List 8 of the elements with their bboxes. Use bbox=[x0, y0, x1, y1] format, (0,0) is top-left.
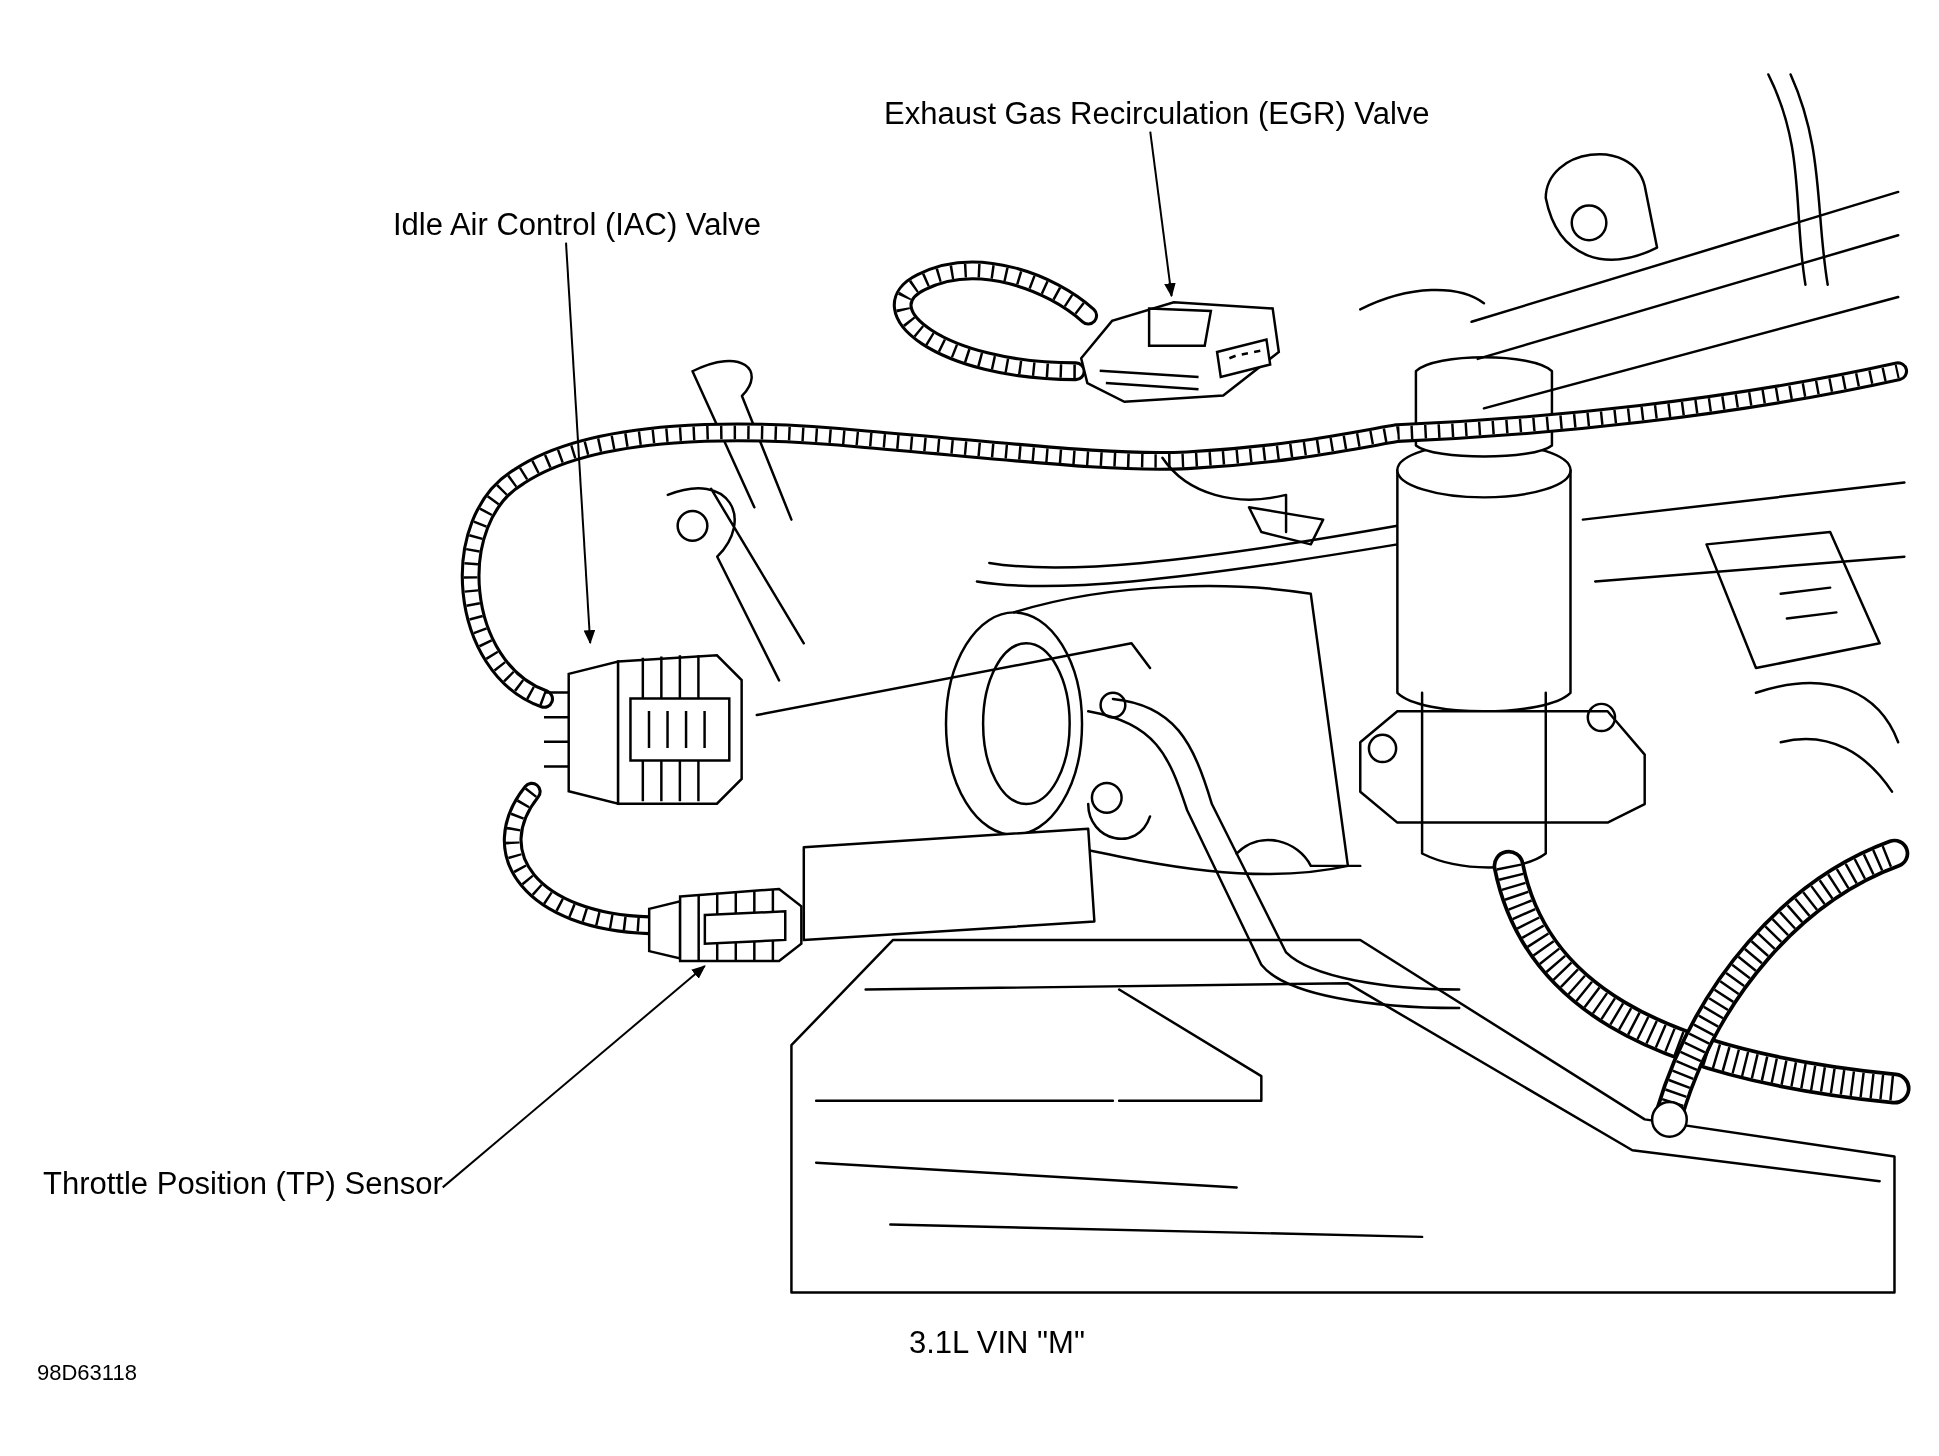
leader-line bbox=[1149, 130, 1176, 298]
figure-caption: 3.1L VIN "M" bbox=[909, 1325, 1085, 1361]
leader-line bbox=[565, 241, 596, 645]
leader-line bbox=[441, 965, 706, 1189]
figure-code: 98D63118 bbox=[37, 1360, 137, 1386]
callout-label: Exhaust Gas Recirculation (EGR) Valve bbox=[884, 96, 1430, 132]
callout-label: Idle Air Control (IAC) Valve bbox=[393, 207, 762, 243]
callout-label: Throttle Position (TP) Sensor bbox=[43, 1166, 443, 1202]
